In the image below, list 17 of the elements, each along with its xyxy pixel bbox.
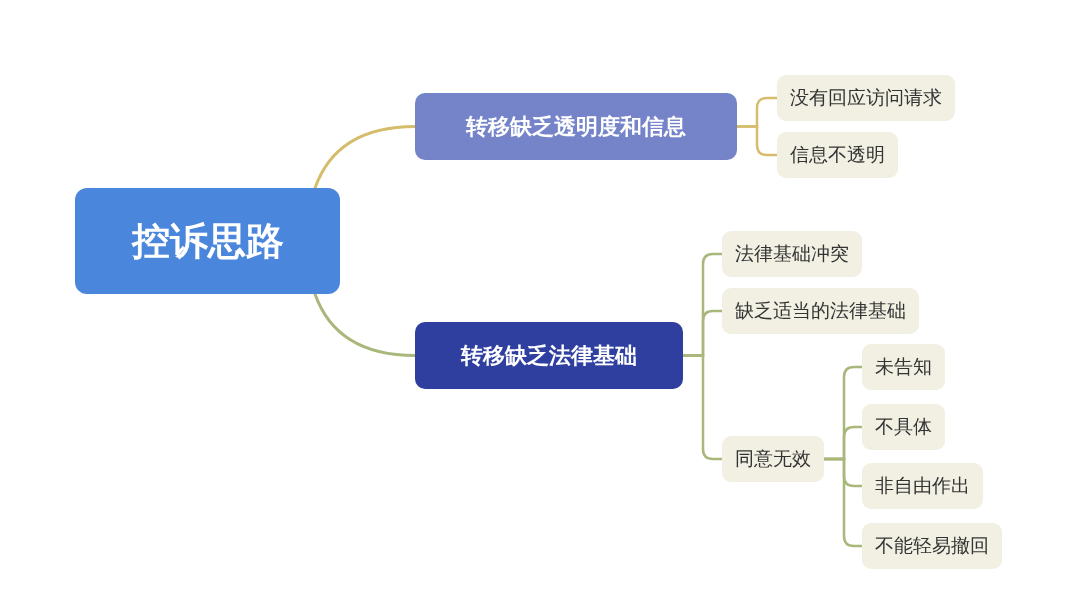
subtopic-box: 不具体 [862,404,945,450]
subtopic-box: 不能轻易撤回 [862,523,1002,569]
subtopic-box: 未告知 [862,344,945,390]
subtopic-box: 非自由作出 [862,463,983,509]
connector-line [681,354,724,461]
connector-line [735,125,779,157]
connector-line [313,125,417,190]
topic-box: 转移缺乏透明度和信息 [415,93,737,160]
subtopic-box: 法律基础冲突 [722,231,862,277]
connector-line [313,292,417,357]
connector-line [822,457,864,548]
subtopic-box: 同意无效 [722,436,824,482]
central-topic-box: 控诉思路 [75,188,340,294]
subtopic-box: 信息不透明 [777,132,898,178]
subtopic-box: 缺乏适当的法律基础 [722,288,919,334]
subtopic-box: 没有回应访问请求 [777,75,955,121]
topic-box: 转移缺乏法律基础 [415,322,683,389]
